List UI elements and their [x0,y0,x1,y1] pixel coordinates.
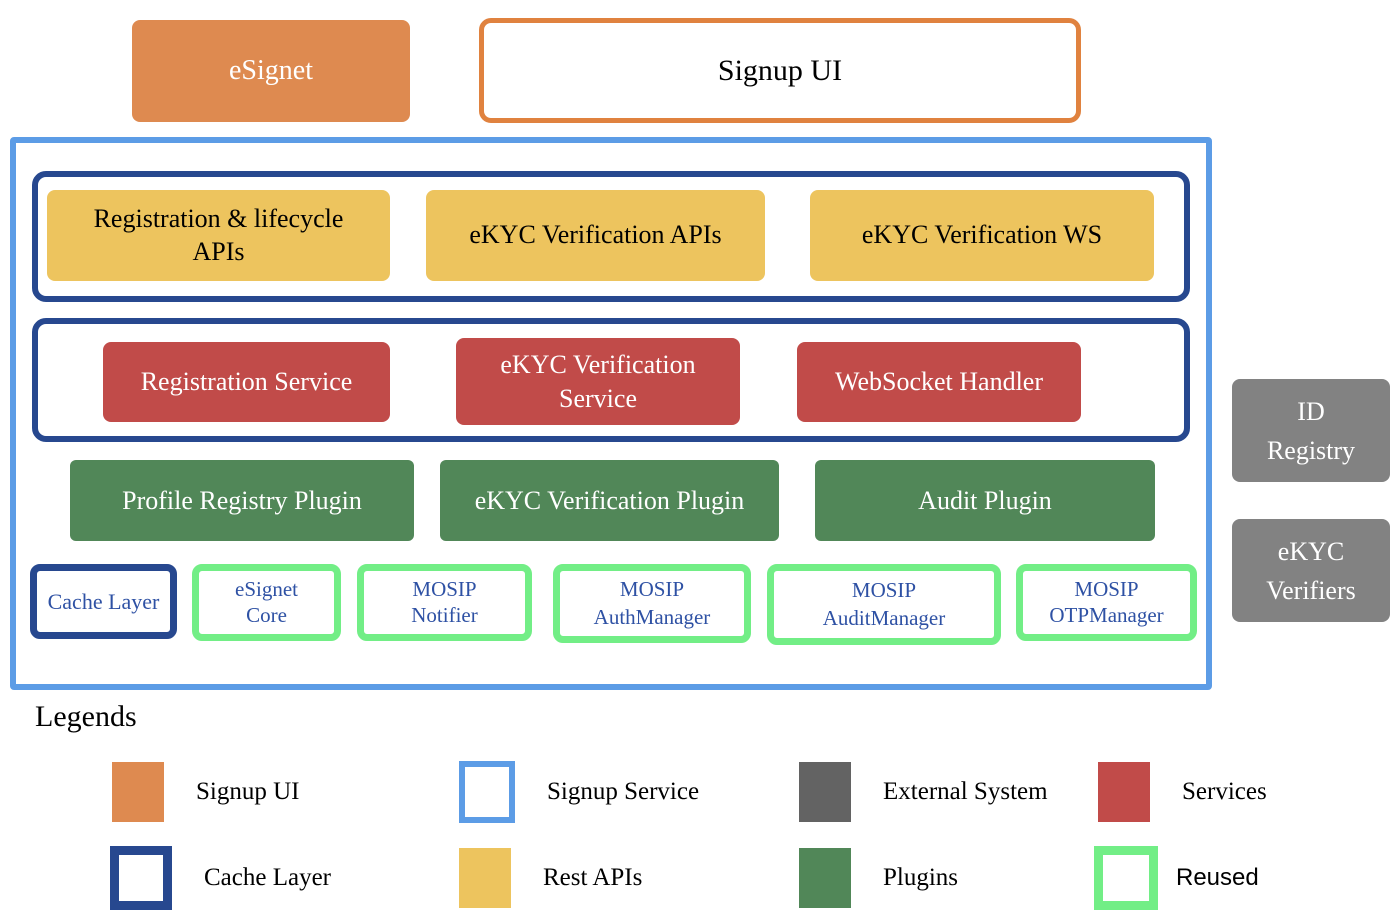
legend-swatch-signup-ui [112,762,164,822]
legend-label: Rest APIs [543,864,643,891]
cache-layer-label: Cache Layer [47,588,160,614]
legend-swatch-external-system [799,762,851,822]
reused-box-line: AuthManager [593,604,711,629]
plugin-box-line: eKYC Verification Plugin [474,485,745,515]
external-box-line: Verifiers [1266,575,1356,605]
legend-label: Signup UI [196,778,300,805]
signup-ui-box: Signup UI [479,18,1081,123]
service-box-line: WebSocket Handler [835,367,1043,397]
api-box-ekyc-verification-apis: eKYC Verification APIs [426,190,765,281]
api-box-line: APIs [192,236,245,266]
legend-label: Cache Layer [204,864,332,891]
legend-swatch-signup-service [459,761,515,823]
legend-item-external-system: External System [799,760,1048,824]
legend-label: External System [883,778,1048,805]
esignet-box: eSignet [132,20,410,122]
legend-item-signup-ui: Signup UI [112,760,299,824]
service-box-websocket-handler: WebSocket Handler [797,342,1081,422]
legend-swatch-reused [1094,846,1158,910]
api-box-line: eKYC Verification APIs [469,220,722,250]
service-box-line: eKYC Verification [500,349,696,379]
reused-box-line: Core [246,603,287,628]
legend-item-reused: Reused [1094,846,1259,910]
service-box-line: Registration Service [140,367,353,397]
plugin-box-profile-registry: Profile Registry Plugin [70,460,414,541]
external-box-ekyc-verifiers: eKYC Verifiers [1232,519,1390,622]
service-box-ekyc-verification: eKYC Verification Service [456,338,740,425]
api-box-line: Registration & lifecycle [93,204,344,233]
reused-box-line: MOSIP [412,576,477,601]
plugin-box-line: Profile Registry Plugin [122,485,362,515]
esignet-label: eSignet [229,55,313,86]
legend-swatch-cache-layer [110,846,172,910]
legend-item-plugins: Plugins [799,846,958,910]
legend-title: Legends [35,700,137,733]
reused-box-line: AuditManager [822,606,946,630]
legend-item-services: Services [1098,760,1267,824]
reused-box-line: OTPManager [1049,603,1164,628]
plugin-box-line: Audit Plugin [918,485,1052,515]
legend-label: Plugins [883,864,959,891]
reused-box-esignet-core: eSignet Core [192,564,341,641]
api-box-ekyc-verification-ws: eKYC Verification WS [810,190,1154,281]
service-box-line: Service [559,383,637,413]
signup-ui-label: Signup UI [717,53,843,87]
legend-item-cache-layer: Cache Layer [110,846,331,910]
external-box-line: ID [1297,396,1325,426]
reused-box-mosip-authmanager: MOSIP AuthManager [553,564,751,643]
plugin-box-ekyc-verification: eKYC Verification Plugin [440,460,779,541]
service-box-registration: Registration Service [103,342,390,422]
reused-box-mosip-auditmanager: MOSIP AuditManager [767,564,1001,645]
legend-swatch-rest-apis [459,848,511,908]
reused-box-line: eSignet [235,576,298,601]
external-box-line: eKYC [1277,536,1345,566]
legend-swatch-services [1098,762,1150,822]
reused-box-line: MOSIP [1074,576,1139,601]
reused-box-line: MOSIP [851,578,917,602]
legend-item-signup-service: Signup Service [459,760,699,824]
external-box-line: Registry [1266,435,1356,465]
legend-swatch-plugins [799,848,851,908]
legend-label: Signup Service [547,778,700,805]
reused-box-line: MOSIP [619,577,685,602]
api-box-registration-lifecycle: Registration & lifecycle APIs [47,190,390,281]
cache-layer-box: Cache Layer [30,564,177,639]
reused-box-line: Notifier [411,603,478,628]
external-box-id-registry: ID Registry [1232,379,1390,482]
legend-label: Services [1182,778,1267,805]
legend-item-rest-apis: Rest APIs [459,846,642,910]
legend-label: Reused [1176,864,1259,891]
reused-box-mosip-otpmanager: MOSIP OTPManager [1016,564,1197,641]
plugin-box-audit: Audit Plugin [815,460,1155,541]
reused-box-mosip-notifier: MOSIP Notifier [357,564,532,641]
api-box-line: eKYC Verification WS [861,220,1103,250]
